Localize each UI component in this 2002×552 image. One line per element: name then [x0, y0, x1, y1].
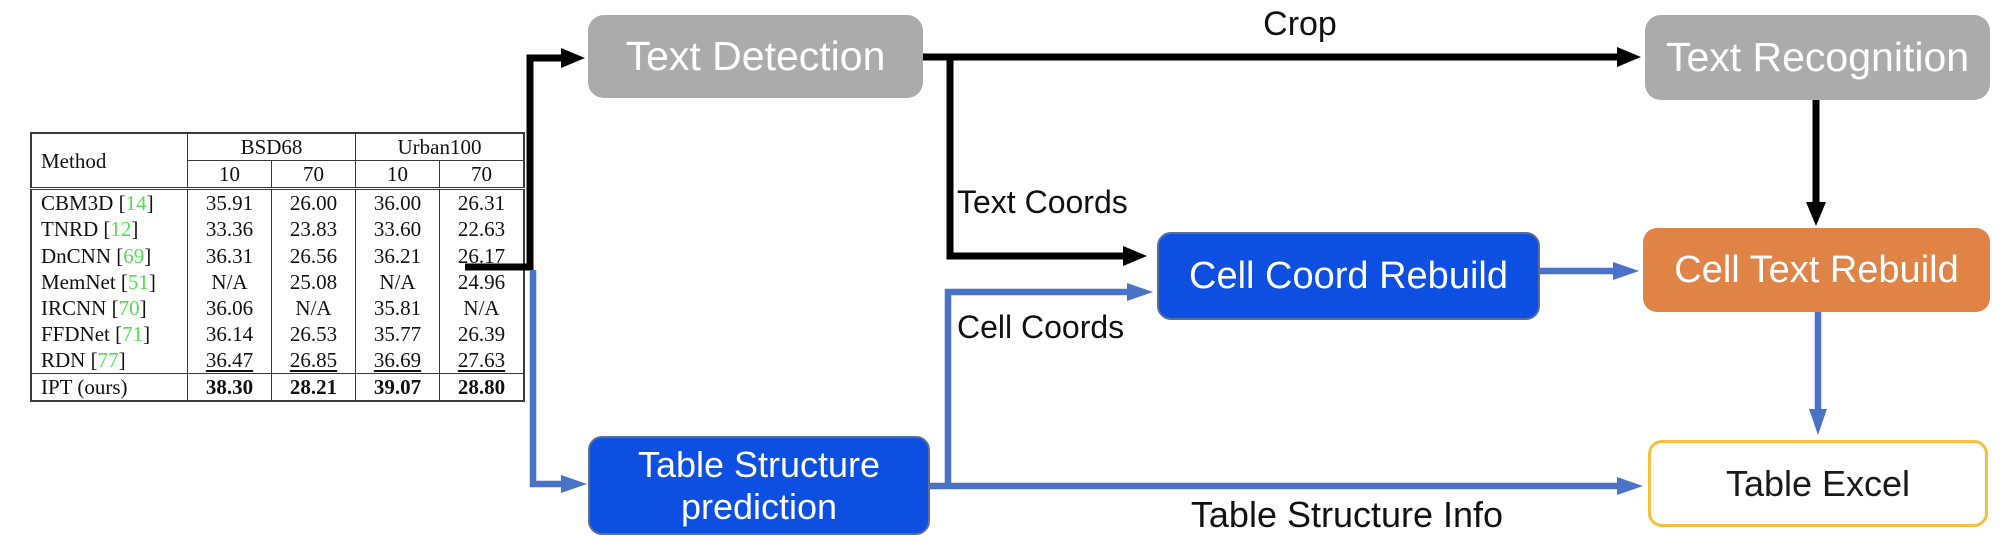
method-cell: DnCNN [69] — [30, 242, 188, 269]
value-cell: 36.14 — [187, 320, 272, 348]
value-cell: 36.06 — [187, 294, 272, 321]
value-cell: 26.00 — [271, 188, 356, 217]
value-cell: 36.47 — [187, 347, 272, 374]
value-cell: 28.21 — [271, 373, 356, 402]
citation-ref: 77 — [97, 348, 119, 373]
table-structure-prediction-box: Table Structure prediction — [588, 436, 930, 535]
arrow-table-to-structure-prediction — [529, 270, 587, 493]
value-cell: 38.30 — [187, 373, 272, 402]
table-structure-info-edge-label: Table Structure Info — [1190, 494, 1504, 535]
table-excel-box: Table Excel — [1648, 440, 1988, 527]
table-subheader: 10 — [187, 160, 272, 189]
table-subheader: 70 — [271, 160, 356, 189]
method-cell: CBM3D [14] — [30, 188, 188, 217]
input-table-image: Method BSD68 Urban100 10 70 10 70 CBM3D … — [30, 132, 525, 403]
citation-ref: 70 — [118, 295, 140, 320]
value-cell: 23.83 — [271, 216, 356, 243]
text-recognition-box: Text Recognition — [1645, 15, 1990, 100]
cell-text-rebuild-box: Cell Text Rebuild — [1643, 228, 1990, 312]
table-subheader: 10 — [355, 160, 440, 189]
value-cell: 39.07 — [355, 373, 440, 402]
crop-edge-label: Crop — [1263, 5, 1337, 43]
value-cell: 22.63 — [439, 216, 525, 243]
value-cell: 26.53 — [271, 320, 356, 348]
value-cell: 36.00 — [355, 188, 440, 217]
value-cell: 24.96 — [439, 268, 525, 295]
method-cell: IRCNN [70] — [30, 294, 188, 321]
value-cell: 25.08 — [271, 268, 356, 295]
value-cell: N/A — [355, 268, 440, 295]
table-subheader: 70 — [439, 160, 525, 189]
value-cell: 28.80 — [439, 373, 525, 402]
value-cell: N/A — [439, 294, 525, 321]
benchmark-table-header: Method BSD68 Urban100 10 70 10 70 — [30, 133, 525, 189]
value-cell: 26.17 — [439, 242, 525, 269]
value-cell: 36.69 — [355, 347, 440, 374]
method-cell: TNRD [12] — [30, 216, 188, 243]
arrow-text-coords-to-cell-coord-rebuild — [946, 57, 1147, 266]
method-cell: FFDNet [71] — [30, 320, 188, 348]
value-cell: N/A — [271, 294, 356, 321]
table-header-method: Method — [30, 133, 188, 189]
value-cell: 36.31 — [187, 242, 272, 269]
method-cell: MemNet [51] — [30, 268, 188, 295]
benchmark-table: Method BSD68 Urban100 10 70 10 70 CBM3D … — [30, 132, 525, 403]
value-cell: 35.81 — [355, 294, 440, 321]
value-cell: 33.36 — [187, 216, 272, 243]
value-cell: 26.56 — [271, 242, 356, 269]
citation-ref: 51 — [127, 269, 149, 294]
table-header-urban100: Urban100 — [355, 133, 525, 162]
value-cell: 35.91 — [187, 188, 272, 217]
value-cell: 27.63 — [439, 347, 525, 374]
cell-coord-rebuild-box: Cell Coord Rebuild — [1157, 232, 1540, 320]
value-cell: N/A — [187, 268, 272, 295]
cell-coords-edge-label: Cell Coords — [957, 309, 1125, 345]
citation-ref: 71 — [122, 321, 144, 346]
text-detection-box: Text Detection — [588, 15, 923, 98]
value-cell: 33.60 — [355, 216, 440, 243]
table-header-bsd68: BSD68 — [187, 133, 356, 162]
citation-ref: 69 — [123, 243, 145, 268]
value-cell: 26.31 — [439, 188, 525, 217]
value-cell: 36.21 — [355, 242, 440, 269]
text-coords-edge-label: Text Coords — [957, 184, 1128, 220]
value-cell: 26.85 — [271, 347, 356, 374]
citation-ref: 12 — [110, 217, 132, 242]
citation-ref: 14 — [125, 191, 147, 216]
method-cell: RDN [77] — [30, 347, 188, 374]
table-header-row-groups: Method BSD68 Urban100 — [30, 133, 525, 189]
value-cell: 35.77 — [355, 320, 440, 348]
method-cell: IPT (ours) — [30, 373, 188, 402]
value-cell: 26.39 — [439, 320, 525, 348]
